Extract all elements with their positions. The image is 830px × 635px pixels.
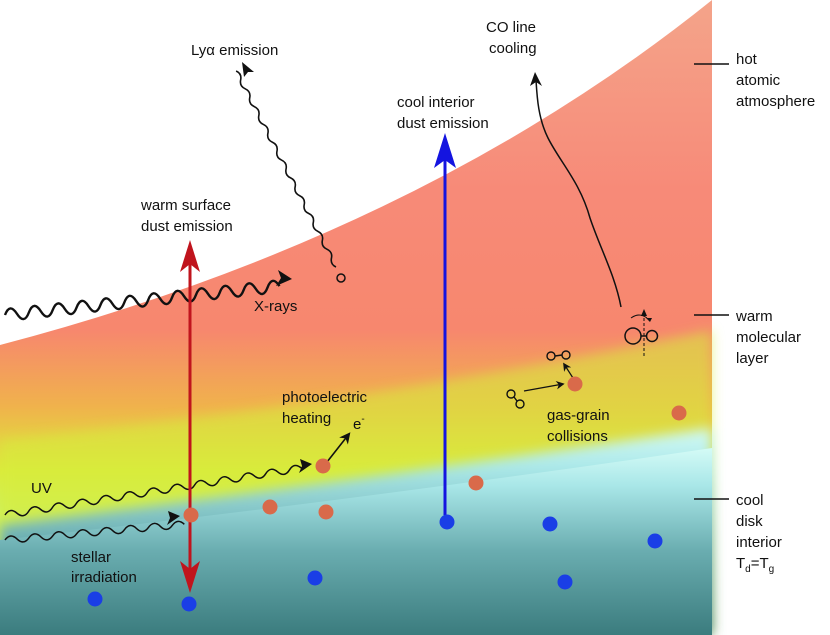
uv-label: UV: [31, 480, 52, 497]
dust-grain-cool: [87, 591, 103, 607]
dust-grain-cool: [307, 570, 323, 586]
cool-disk-interior-core: [0, 448, 712, 635]
cool-dust-grains: [87, 514, 663, 612]
dust-grain-warm: [671, 405, 687, 421]
cool-interior-emission-arrow: [434, 133, 456, 515]
dust-grain-cool: [439, 514, 455, 530]
stellar-wave: [4, 520, 185, 543]
disk-layers: [0, 0, 712, 635]
temperature-equality-label: Td=Tg: [736, 555, 774, 575]
lya-wave: [235, 70, 337, 268]
electron-label: e-: [353, 414, 365, 433]
dust-grain-cool: [647, 533, 663, 549]
xray-wave: [3, 279, 281, 321]
warm-dust-grains: [183, 376, 687, 523]
dust-grain-cool: [557, 574, 573, 590]
photoelectron-arrow: [326, 432, 351, 463]
co-molecule: [624, 309, 659, 356]
dust-grain-warm: [468, 475, 484, 491]
dust-grain-warm: [315, 458, 331, 474]
co-cooling-curve: [535, 79, 622, 308]
uv-wave: [4, 464, 302, 517]
dust-grain-warm: [183, 507, 199, 523]
dust-grain-warm: [262, 499, 278, 515]
xrays-label: X-rays: [254, 298, 297, 315]
lya-atom: [336, 273, 346, 283]
xray-arrowhead: [276, 270, 292, 286]
gas-molecule-left-arrow: [523, 381, 565, 392]
dust-grain-cool: [542, 516, 558, 532]
lya-arrowhead: [242, 62, 254, 77]
uv-arrowhead: [299, 459, 312, 473]
co-cooling-arrowhead: [530, 72, 542, 86]
gas-molecule-top: [546, 350, 571, 361]
dust-grain-warm: [567, 376, 583, 392]
dust-grain-warm: [318, 504, 334, 520]
stellar-arrowhead: [167, 511, 180, 525]
gas-molecule-top-arrow: [563, 362, 574, 379]
lya-emission-label: Lyα emission: [191, 42, 278, 59]
dust-grain-cool: [181, 596, 197, 612]
gas-molecule-left: [506, 389, 525, 409]
